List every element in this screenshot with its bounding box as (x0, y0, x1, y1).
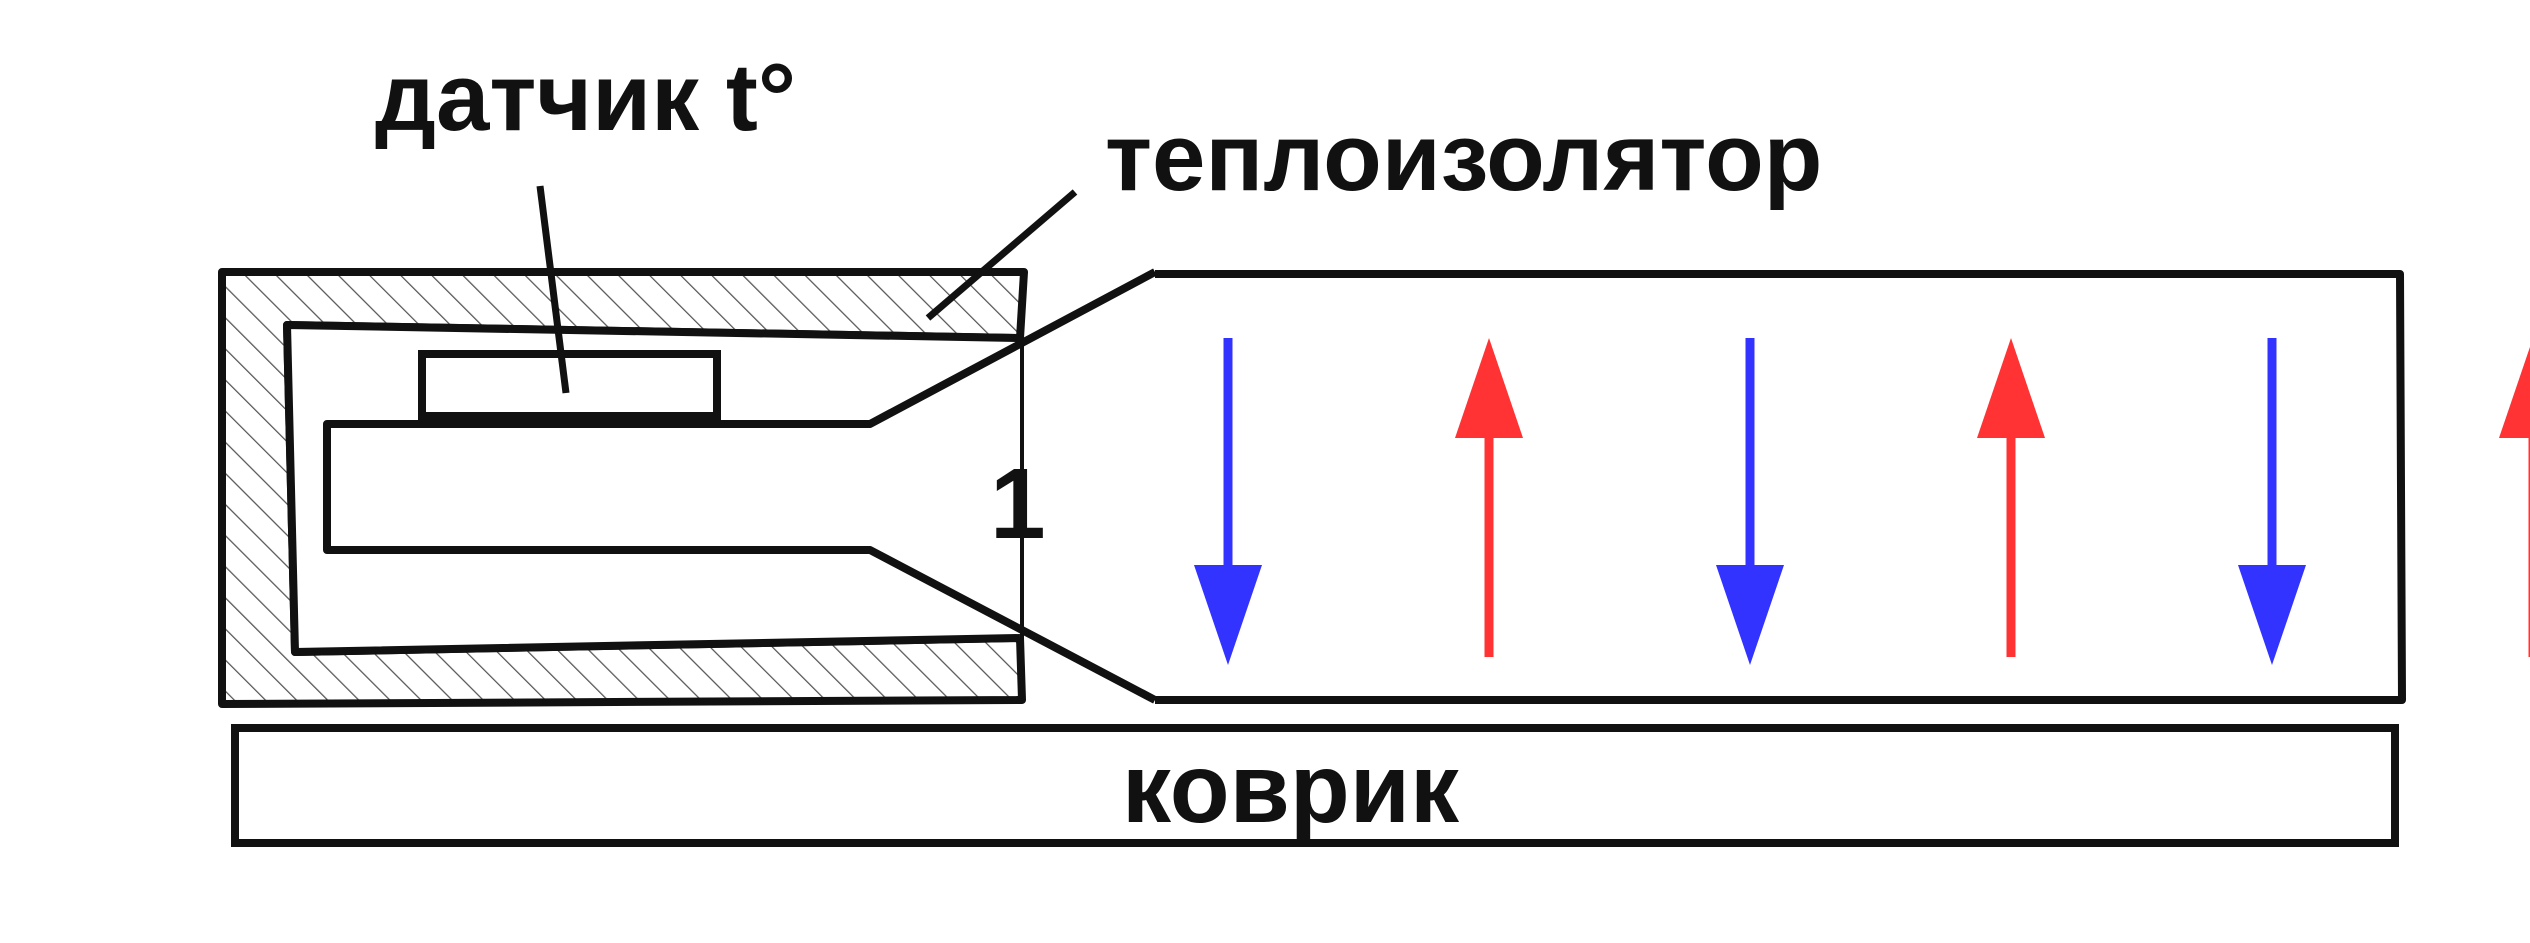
arrow-head (1977, 338, 2045, 438)
arrow-up (2499, 346, 2530, 657)
arrow-down (1194, 338, 1262, 665)
arrow-head (2499, 346, 2530, 438)
insulator-leader-line (925, 189, 1078, 321)
sensor-leader-line (536, 185, 570, 394)
mat-label: коврик (1122, 733, 1460, 843)
zone-number-label: 1 (990, 448, 1046, 560)
arrow-head (2238, 565, 2306, 665)
insulator-label: теплоизолятор (1105, 104, 1822, 211)
mat-bar (231, 724, 2399, 847)
arrow-down (1716, 338, 1784, 665)
probe-body (323, 268, 1157, 704)
arrow-up (1977, 338, 2045, 657)
arrow-up (1455, 338, 1523, 657)
arrow-head (1194, 565, 1262, 665)
arrow-down (2238, 338, 2306, 665)
airflow-arrows (1194, 338, 2530, 665)
sensor-block (418, 350, 721, 420)
flow-channel (1155, 270, 2406, 704)
sensor-label: датчик t° (375, 44, 796, 151)
arrow-head (1455, 338, 1523, 438)
arrow-head (1716, 565, 1784, 665)
